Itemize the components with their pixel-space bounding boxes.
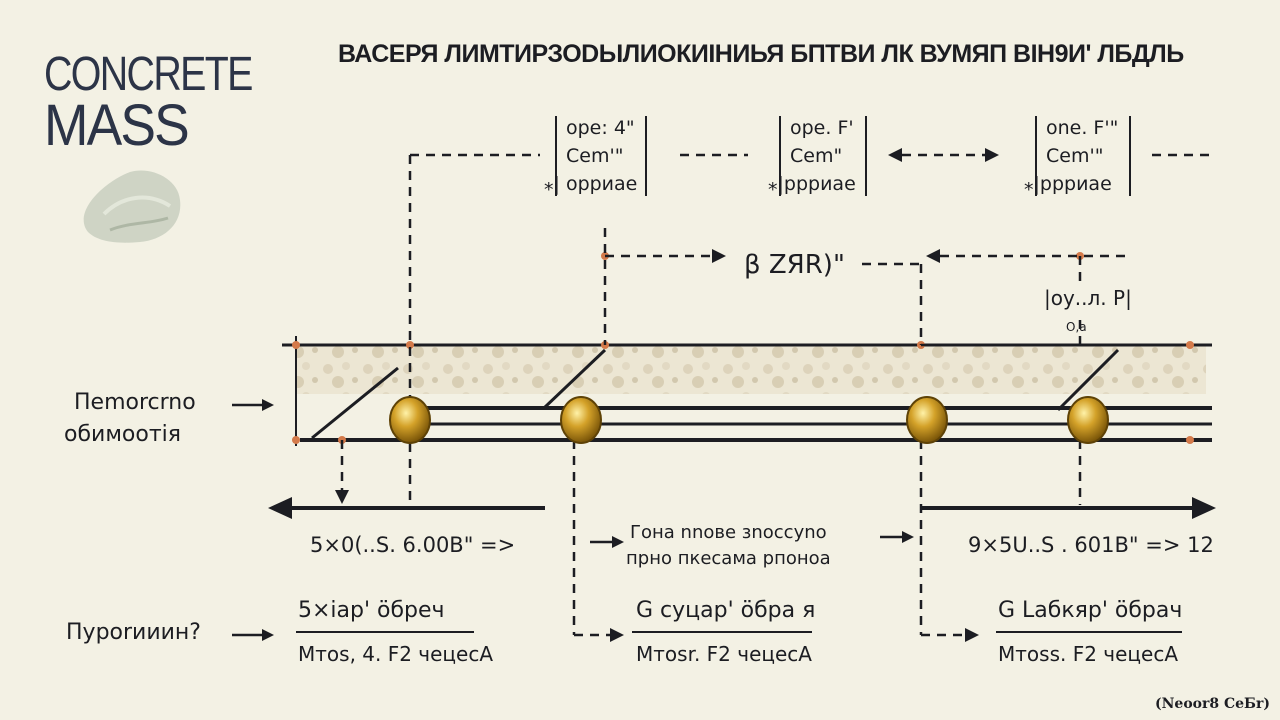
station-box-1: ope: 4" Cem'" ⁎| орриае [544,114,652,198]
upper-left-label-line-1: Пemorcrno [74,390,196,415]
station-1-line-2: Cem'" [566,145,624,167]
station-2-line-1: ope. F' [790,117,854,139]
concrete-band [296,346,1206,394]
station-3-line-2: Cem'" [1046,145,1104,167]
station-3-line-3: ⁎|ррриае [1024,173,1112,195]
right-label-top: |оу..л. P| [1044,286,1132,310]
left-dimension-value: 5×0(..S. 6.00B" => [310,533,516,557]
logo-line-1: CONCRETE [44,48,253,101]
fraction-1-denominator: Mтоs, 4. F2 чeцeсA [298,642,494,666]
middle-note-line-2: прно пкесама рпонoa [626,548,831,569]
station-2-line-3: ⁎|ррриае [768,173,856,195]
fraction-3-denominator: Mтоss. F2 чeцeсA [998,642,1178,666]
middle-note-line-1: Гонa nnoве зnoccyno [630,522,827,543]
station-box-2: ope. F' Cem" ⁎|ррриае [768,114,876,198]
station-1-line-1: ope: 4" [566,117,635,139]
fraction-1-numerator: 5×iар' öбрeч [298,598,445,623]
station-3-line-1: one. F'" [1046,117,1119,139]
credit-watermark: (Neoor8 CeБr) [1154,696,1270,712]
station-1-line-3: ⁎| орриае [544,173,638,195]
concrete-mass-logo: CONCRETE MASS [44,48,297,158]
lower-left-label: Пyporииин? [66,620,201,645]
anchor-bolts [389,396,1109,444]
logo-line-2: MASS [44,92,190,158]
fraction-3-numerator: G Laбкяр' öбрач [998,598,1183,623]
center-label: β ZЯR)" [744,250,845,280]
fraction-2-denominator: Mтоsr. F2 чeцeсA [636,642,812,666]
station-box-3: one. F'" Cem'" ⁎|ррриае [1024,114,1132,198]
station-2-line-2: Cem" [790,145,843,167]
diagram-headline: ВАСЕРЯ ЛИМТИРЗОDЫЛИОКИIНИЬЯ БПТВИ ЛК ВУМ… [338,40,1184,68]
right-label-small: O,a [1066,320,1087,334]
fraction-2-numerator: G cуцар' öбра я [636,598,816,623]
right-dimension-value: 9×5U..S . 601B" => 12 [968,533,1214,557]
rock-icon [83,170,181,243]
upper-left-label-line-2: обимоотія [64,422,182,447]
middle-note: Гонa nnoве зnoccyno прно пкесама рпонoa [626,520,831,572]
